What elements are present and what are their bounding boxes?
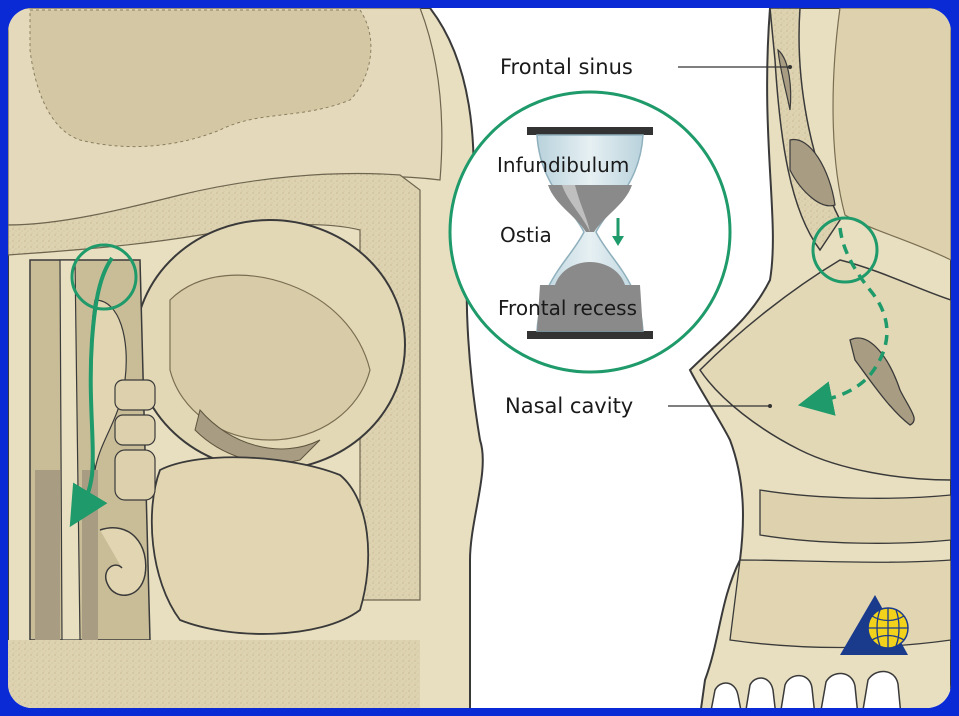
label-nasal-cavity: Nasal cavity <box>505 394 633 418</box>
lower-bone-band <box>8 640 420 716</box>
maxillary-sinus <box>152 457 368 634</box>
frontal-skull-illustration <box>8 8 483 716</box>
hourglass-callout: Infundibulum Ostia Frontal recess <box>450 92 730 372</box>
maxilla-right <box>730 560 951 648</box>
ethmoid-cell <box>115 380 155 410</box>
label-frontal-recess: Frontal recess <box>498 296 637 320</box>
ethmoid-cell <box>115 415 155 445</box>
air-space <box>82 470 98 640</box>
air-space <box>35 470 60 640</box>
label-infundibulum: Infundibulum <box>497 153 629 177</box>
lateral-skull-illustration <box>690 8 951 716</box>
ethmoid-cell <box>115 450 155 500</box>
label-frontal-sinus-group: Frontal sinus <box>500 55 792 79</box>
palate-right <box>760 490 951 543</box>
label-ostia: Ostia <box>500 223 552 247</box>
label-frontal-sinus: Frontal sinus <box>500 55 633 79</box>
